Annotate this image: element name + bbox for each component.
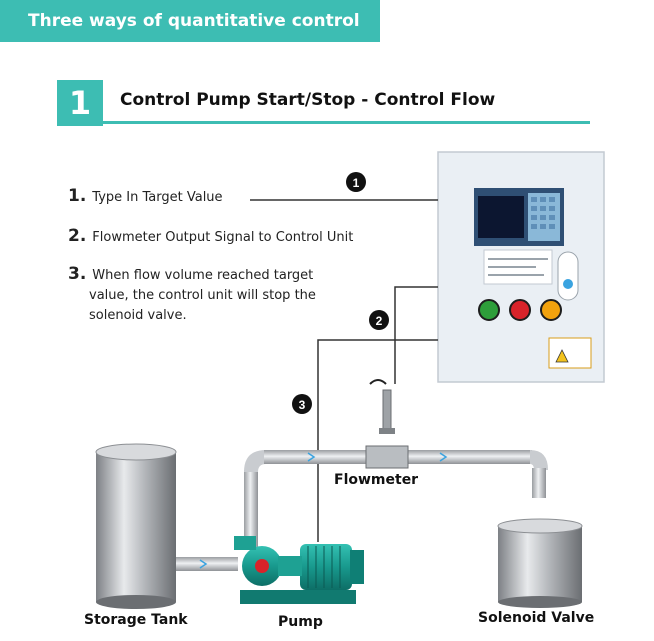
reset-button [540, 299, 562, 321]
stop-button [509, 299, 531, 321]
list-item-2: 2. Flowmeter Output Signal to Control Uni… [68, 226, 353, 248]
header-banner: Three ways of quantitative control [0, 0, 380, 42]
storage-tank-label: Storage Tank [84, 612, 188, 628]
marker-1: 1 [346, 172, 366, 192]
marker-label: 2 [376, 314, 383, 328]
storage-tank [95, 443, 177, 609]
list-number: 3. [68, 264, 87, 284]
signal-lines [250, 199, 438, 542]
cabinet-handle [557, 251, 579, 301]
list-number: 2. [68, 226, 87, 246]
list-text-continued: solenoid valve. [89, 308, 187, 323]
list-number: 1. [68, 186, 87, 206]
start-button [478, 299, 500, 321]
solenoid-valve-label: Solenoid Valve [478, 610, 595, 626]
marker-label: 1 [353, 176, 360, 190]
warning-label [548, 337, 592, 369]
list-item-1: 1. Type In Target Value [68, 186, 223, 208]
section-divider [57, 121, 590, 124]
section-number: 1 [57, 80, 103, 126]
flowmeter-sensor [365, 379, 409, 469]
pump [234, 536, 364, 604]
section-title: Control Pump Start/Stop - Control Flow [120, 90, 496, 110]
marker-label: 3 [299, 398, 306, 412]
list-text-continued: value, the control unit will stop the [89, 288, 316, 303]
list-item-3: 3. When flow volume reached target value,… [68, 264, 316, 326]
marker-3: 3 [292, 394, 312, 414]
pump-label: Pump [278, 614, 323, 630]
solenoid-valve [497, 518, 583, 608]
flowmeter-label: Flowmeter [334, 472, 419, 488]
marker-2: 2 [369, 310, 389, 330]
list-text: When flow volume reached target [92, 268, 314, 283]
list-text: Type In Target Value [92, 190, 223, 205]
list-text: Flowmeter Output Signal to Control Unit [92, 230, 354, 245]
control-cabinet [437, 151, 605, 383]
